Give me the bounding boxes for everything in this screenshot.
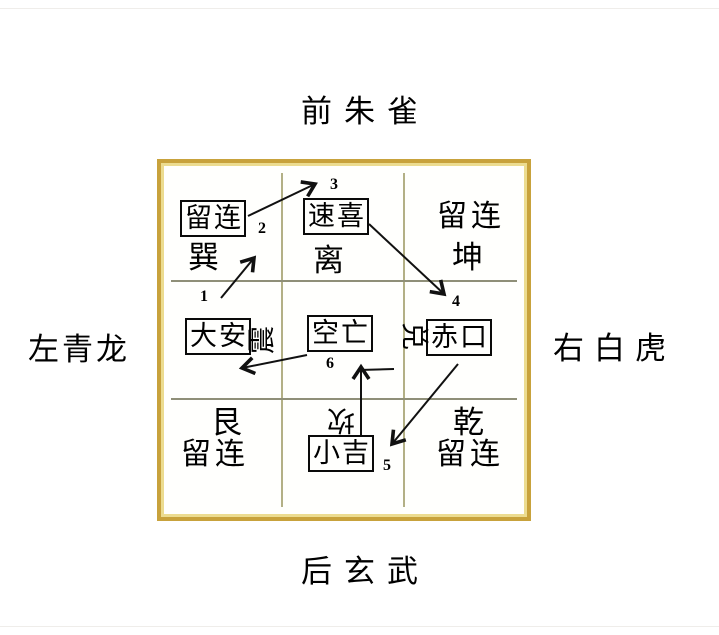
trigram-kun: 坤	[452, 240, 483, 275]
term-box-liulian: 留连	[180, 200, 246, 238]
term-box-suxi: 速喜	[303, 198, 369, 236]
term-box-daan: 大安	[185, 318, 251, 356]
word-liulian-bottom-right: 留连	[436, 438, 504, 471]
page-edge-line-bottom	[0, 626, 719, 627]
sequence-number-2: 2	[258, 220, 266, 237]
sequence-number-5: 5	[383, 457, 391, 474]
trigram-zhen-rotated: 震	[247, 325, 279, 355]
page-edge-line-top	[0, 8, 719, 9]
label-front-vermilion-bird: 前朱雀	[301, 94, 430, 129]
sequence-number-1: 1	[200, 288, 208, 305]
trigram-li: 离	[313, 243, 344, 278]
label-right-white-tiger: 右白虎	[553, 331, 676, 366]
sequence-number-3: 3	[330, 176, 338, 193]
term-box-xiaoji: 小吉	[308, 435, 374, 473]
term-box-chikou: 赤口	[426, 319, 492, 357]
word-liulian-bottom-left: 留连	[181, 438, 249, 471]
grid-hline-2	[171, 398, 517, 400]
label-left-azure-dragon: 左青龙	[28, 332, 130, 367]
label-rear-black-tortoise: 后玄武	[301, 554, 430, 589]
bagua-grid-frame	[157, 159, 531, 521]
grid-vline-2	[403, 173, 405, 507]
trigram-xun: 巽	[188, 240, 219, 275]
trigram-qian: 乾	[453, 405, 484, 440]
grid-hline-1	[171, 280, 517, 282]
trigram-dui-rotated: 兑	[398, 321, 430, 351]
sequence-number-6: 6	[326, 355, 334, 372]
term-box-kongwang: 空亡	[307, 315, 373, 353]
bagua-grid-inner	[161, 163, 527, 517]
word-liulian-top-right: 留连	[437, 200, 505, 233]
grid-vline-1	[281, 173, 283, 507]
sequence-number-4: 4	[452, 293, 460, 310]
trigram-gen: 艮	[211, 405, 242, 440]
trigram-kan-rotated: 坎	[327, 404, 356, 435]
